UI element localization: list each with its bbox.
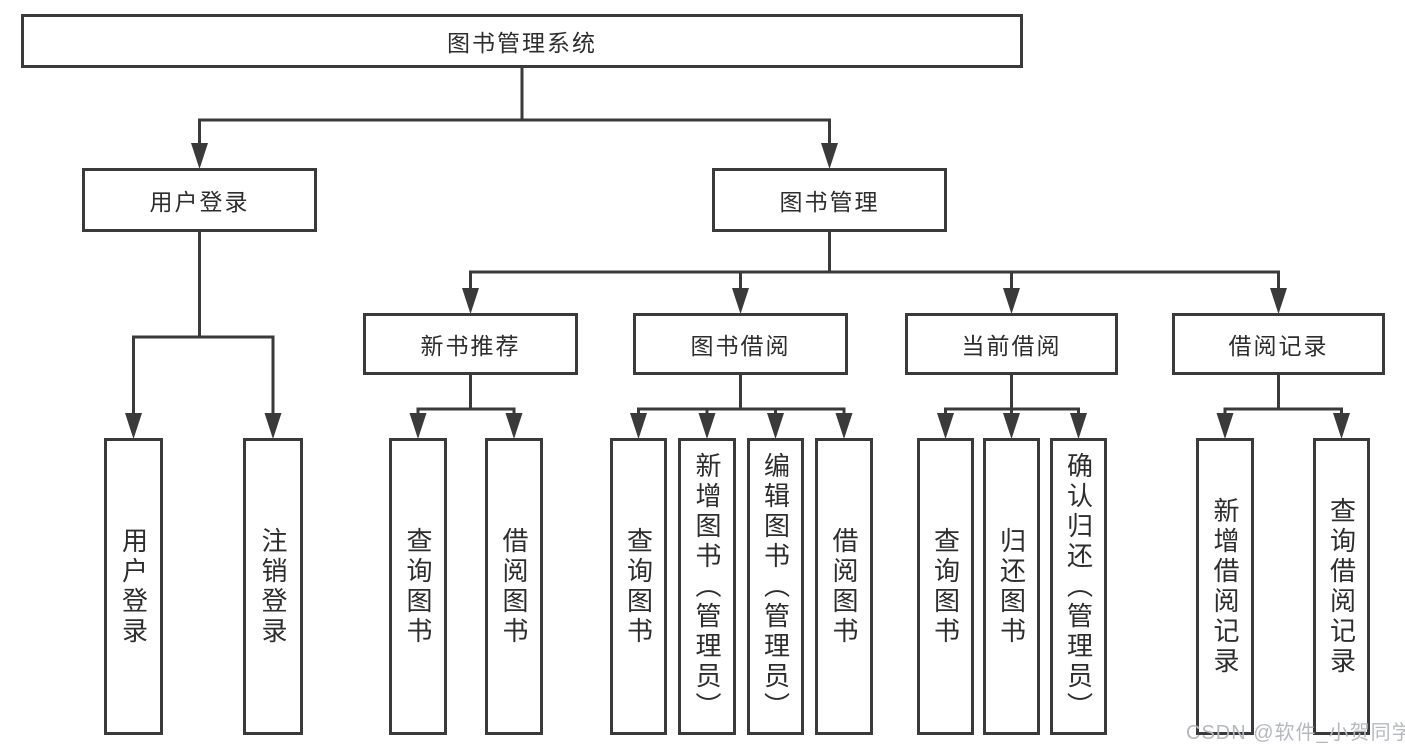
diagram-node-leaf-query-book-2: 查询图书 bbox=[610, 438, 667, 735]
arrowhead-icon bbox=[732, 288, 749, 314]
diagram-node-label: 查询图书 bbox=[623, 526, 654, 647]
diagram-node-new-book-rec: 新书推荐 bbox=[363, 313, 578, 375]
diagram-node-user-login: 用户登录 bbox=[82, 168, 317, 232]
arrowhead-icon bbox=[1270, 288, 1287, 314]
diagram-node-label: 新增图书（管理员） bbox=[692, 451, 722, 722]
diagram-node-leaf-borrow-book-2: 借阅图书 bbox=[815, 438, 873, 735]
diagram-node-leaf-confirm-return: 确认归还（管理员） bbox=[1050, 438, 1107, 735]
diagram-node-label: 注销登录 bbox=[258, 526, 288, 647]
arrowhead-icon bbox=[264, 413, 282, 439]
diagram-node-leaf-query-book-1: 查询图书 bbox=[389, 438, 447, 735]
arrowhead-icon bbox=[821, 143, 838, 169]
diagram-node-label: 归还图书 bbox=[996, 526, 1027, 647]
arrowhead-icon bbox=[1003, 413, 1020, 439]
arrowhead-icon bbox=[1216, 413, 1234, 439]
arrowhead-icon bbox=[937, 413, 954, 439]
diagram-node-label: 新增借阅记录 bbox=[1210, 496, 1240, 677]
watermark: CSDN @软件_小贺同学 bbox=[1186, 722, 1405, 744]
diagram-node-leaf-query-book-3: 查询图书 bbox=[917, 438, 974, 735]
diagram-node-current-borrow: 当前借阅 bbox=[905, 313, 1118, 375]
diagram-node-label: 查询图书 bbox=[930, 526, 961, 647]
diagram-node-label: 借阅图书 bbox=[829, 526, 859, 647]
arrowhead-icon bbox=[125, 413, 142, 439]
diagram-node-label: 借阅图书 bbox=[499, 526, 529, 647]
arrowhead-icon bbox=[630, 413, 647, 439]
diagram-node-label: 新书推荐 bbox=[420, 333, 521, 359]
diagram-node-label: 查询图书 bbox=[403, 526, 433, 647]
arrowhead-icon bbox=[767, 413, 784, 439]
diagram-node-label: 图书管理系统 bbox=[447, 30, 597, 56]
diagram-node-leaf-add-book: 新增图书（管理员） bbox=[678, 438, 736, 735]
diagram-node-root: 图书管理系统 bbox=[21, 14, 1023, 68]
arrowhead-icon bbox=[191, 143, 208, 169]
arrowhead-icon bbox=[1333, 413, 1350, 439]
diagram-node-label: 用户登录 bbox=[118, 526, 149, 647]
diagram-node-label: 图书管理 bbox=[779, 189, 880, 215]
diagram-node-leaf-borrow-book-1: 借阅图书 bbox=[485, 438, 543, 735]
diagram-node-book-borrow: 图书借阅 bbox=[633, 313, 848, 375]
arrowhead-icon bbox=[698, 413, 716, 439]
arrowhead-icon bbox=[462, 288, 479, 314]
diagram-node-leaf-user-login: 用户登录 bbox=[104, 438, 163, 735]
diagram-node-leaf-query-record: 查询借阅记录 bbox=[1313, 438, 1370, 735]
diagram-node-label: 用户登录 bbox=[149, 189, 250, 215]
arrowhead-icon bbox=[1070, 413, 1087, 439]
diagram-node-label: 编辑图书（管理员） bbox=[760, 451, 791, 722]
diagram-node-book-mgmt: 图书管理 bbox=[712, 168, 947, 232]
diagram-node-leaf-edit-book: 编辑图书（管理员） bbox=[747, 438, 804, 735]
diagram-node-label: 确认归还（管理员） bbox=[1063, 451, 1094, 722]
diagram-node-leaf-return-book: 归还图书 bbox=[983, 438, 1040, 735]
diagram-node-label: 图书借阅 bbox=[690, 333, 791, 359]
diagram-node-label: 借阅记录 bbox=[1228, 333, 1329, 359]
arrowhead-icon bbox=[505, 413, 523, 439]
diagram-node-label: 查询借阅记录 bbox=[1326, 496, 1357, 677]
diagram-node-label: 当前借阅 bbox=[961, 333, 1062, 359]
diagram-node-leaf-add-record: 新增借阅记录 bbox=[1196, 438, 1254, 735]
diagram-node-leaf-logout: 注销登录 bbox=[243, 438, 303, 735]
arrowhead-icon bbox=[1003, 288, 1020, 314]
diagram-node-borrow-records: 借阅记录 bbox=[1172, 313, 1385, 375]
arrowhead-icon bbox=[835, 413, 853, 439]
arrowhead-icon bbox=[409, 413, 427, 439]
